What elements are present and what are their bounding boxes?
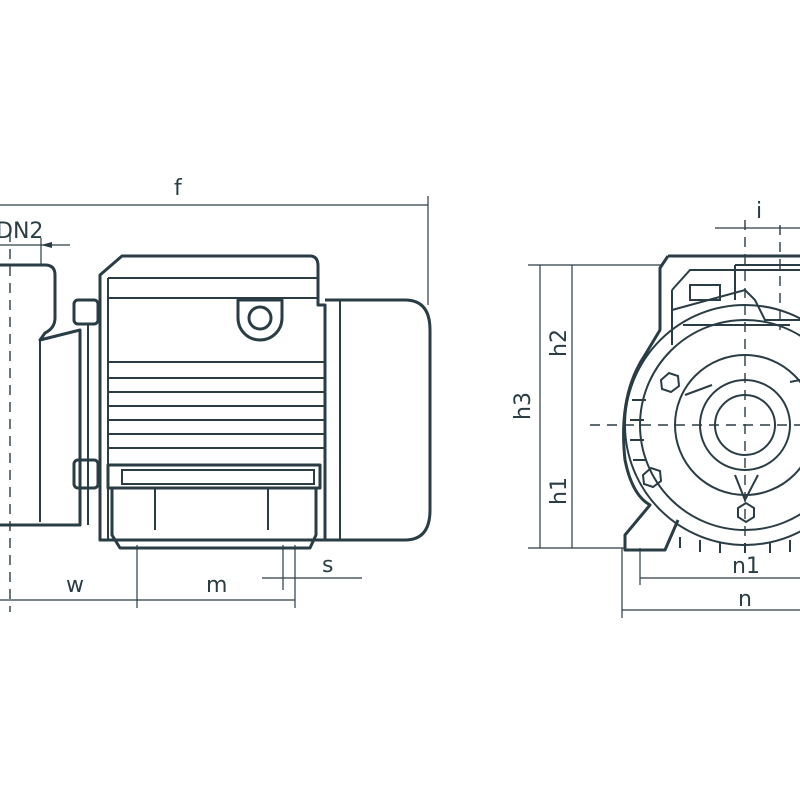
bolt-top [72, 298, 100, 326]
arrow-icon [41, 242, 52, 248]
label-n1: n1 [732, 554, 760, 579]
impeller-ring [674, 354, 800, 496]
label-h3: h3 [511, 392, 536, 420]
pump-volute [0, 263, 82, 527]
label-h1: h1 [547, 477, 572, 505]
impeller-ring [699, 379, 791, 471]
label-i: i [756, 199, 762, 224]
motor-top-detail [671, 269, 800, 345]
terminal-box [236, 298, 284, 342]
side-view: f DN2 [0, 176, 432, 612]
label-m: m [206, 573, 227, 598]
motor-foot-top [106, 463, 322, 490]
label-s: s [322, 553, 333, 578]
motor-foot [110, 488, 318, 550]
motor-housing [98, 254, 327, 542]
label-n: n [738, 587, 752, 612]
label-h2: h2 [547, 329, 572, 357]
label-f: f [174, 176, 183, 201]
pump-casing-outline [622, 254, 800, 552]
foot-slot [121, 469, 315, 485]
front-view: h3 h2 h1 i n1 n [511, 199, 800, 618]
foot-ribs [154, 488, 269, 530]
casing-ribs [630, 399, 791, 553]
hex-bolt-icons [641, 371, 755, 524]
motor-end-cap [325, 298, 432, 542]
terminal-box-detail [734, 264, 800, 300]
cooling-fins [108, 377, 325, 449]
label-dn2: DN2 [0, 219, 43, 244]
casing-ring [639, 319, 800, 531]
bolt-bottom [72, 458, 100, 490]
impeller-vanes [684, 378, 800, 503]
label-w: w [66, 573, 84, 598]
inlet-opening [714, 394, 776, 456]
